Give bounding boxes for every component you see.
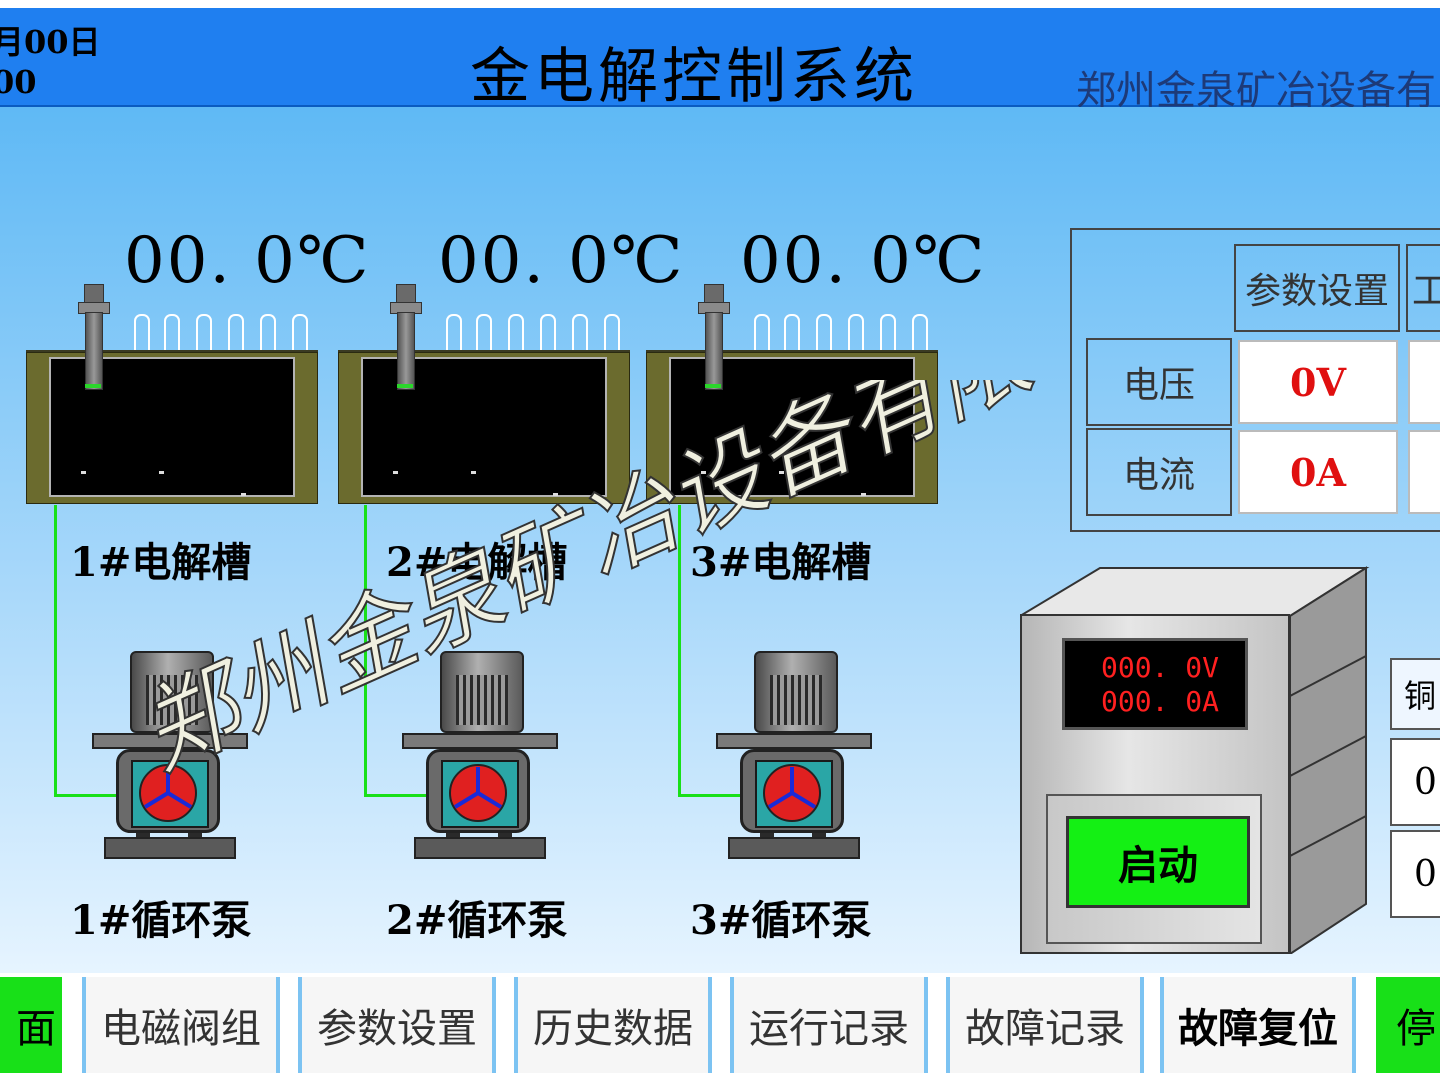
company-name: 郑州金泉矿冶设备有: [1076, 68, 1436, 114]
nav-main-screen[interactable]: 面: [0, 977, 62, 1073]
pipe-1-horizontal: [54, 794, 134, 797]
temperature-sensor-icon: [698, 284, 730, 394]
header-bar: 月00日 00 金电解控制系统 郑州金泉矿冶设备有: [0, 8, 1440, 114]
nav-fault-reset[interactable]: 故障复位: [1160, 977, 1356, 1073]
datetime-display: 月00日 00: [0, 22, 101, 102]
tank1-label: 1#电解槽: [70, 539, 252, 586]
nav-fault-log[interactable]: 故障记录: [946, 977, 1144, 1073]
current-setpoint-value[interactable]: 0A: [1238, 430, 1398, 514]
pump2-label: 2#循环泵: [386, 897, 568, 944]
circulation-pump-3[interactable]: [716, 645, 876, 865]
pump-motor-icon: [130, 651, 214, 733]
tank3-temperature: 00. 0℃: [740, 224, 987, 298]
tank1-temperature: 00. 0℃: [124, 224, 371, 298]
date-text: 月00日: [0, 23, 101, 61]
current-working-value: [1408, 430, 1440, 514]
pump1-label: 1#循环泵: [70, 897, 252, 944]
temperature-sensor-icon: [78, 284, 110, 394]
cabinet-side-icon: [1290, 566, 1367, 954]
electrolytic-tank-1[interactable]: [26, 280, 321, 505]
circulation-pump-1[interactable]: [92, 645, 252, 865]
pipe-1-vertical: [54, 505, 57, 797]
rectifier-display: 000. 0V 000. 0A: [1062, 638, 1248, 730]
tank3-label: 3#电解槽: [690, 539, 872, 586]
start-button[interactable]: 启动: [1066, 816, 1250, 908]
rectifier-current-readout: 000. 0A: [1101, 685, 1220, 718]
impeller-icon: [763, 764, 821, 822]
time-text: 00: [0, 63, 37, 101]
pipe-2-horizontal: [364, 794, 444, 797]
rectifier-voltage-readout: 000. 0V: [1101, 651, 1220, 684]
nav-solenoid-valves[interactable]: 电磁阀组: [82, 977, 280, 1073]
nav-stop[interactable]: 停: [1376, 977, 1440, 1073]
pump-motor-icon: [754, 651, 838, 733]
param-col-header-2: 工: [1406, 244, 1440, 332]
pump-motor-icon: [440, 651, 524, 733]
temperature-sensor-icon: [390, 284, 422, 394]
tank2-label: 2#电解槽: [386, 539, 568, 586]
page-title: 金电解控制系统: [470, 42, 918, 112]
param-col-header-settings: 参数设置: [1234, 244, 1400, 332]
param-row-label-voltage: 电压: [1086, 338, 1232, 426]
voltage-setpoint-value[interactable]: 0V: [1238, 340, 1398, 424]
copper-value-2[interactable]: 0: [1390, 830, 1440, 918]
top-border: [0, 0, 1440, 8]
pump3-label: 3#循环泵: [690, 897, 872, 944]
impeller-icon: [139, 764, 197, 822]
nav-run-log[interactable]: 运行记录: [730, 977, 928, 1073]
electrolytic-tank-3[interactable]: [646, 280, 941, 505]
electrolytic-tank-2[interactable]: [338, 280, 633, 505]
pipe-2-vertical: [364, 505, 367, 797]
nav-history-data[interactable]: 历史数据: [514, 977, 712, 1073]
param-row-label-current: 电流: [1086, 428, 1232, 516]
tank2-temperature: 00. 0℃: [438, 224, 685, 298]
bottom-navigation: 面 电磁阀组 参数设置 历史数据 运行记录 故障记录 故障复位 停: [0, 973, 1440, 1080]
pipe-3-vertical: [678, 505, 681, 797]
voltage-working-value: [1408, 340, 1440, 424]
impeller-icon: [449, 764, 507, 822]
cabinet-door: 启动: [1046, 794, 1262, 944]
parameter-table: [1070, 228, 1440, 532]
copper-value-1[interactable]: 0: [1390, 738, 1440, 826]
rectifier-cabinet: 000. 0V 000. 0A 启动: [1020, 566, 1370, 956]
circulation-pump-2[interactable]: [402, 645, 562, 865]
pipe-3-horizontal: [678, 794, 758, 797]
nav-parameter-settings[interactable]: 参数设置: [298, 977, 496, 1073]
copper-label: 铜: [1390, 658, 1440, 730]
